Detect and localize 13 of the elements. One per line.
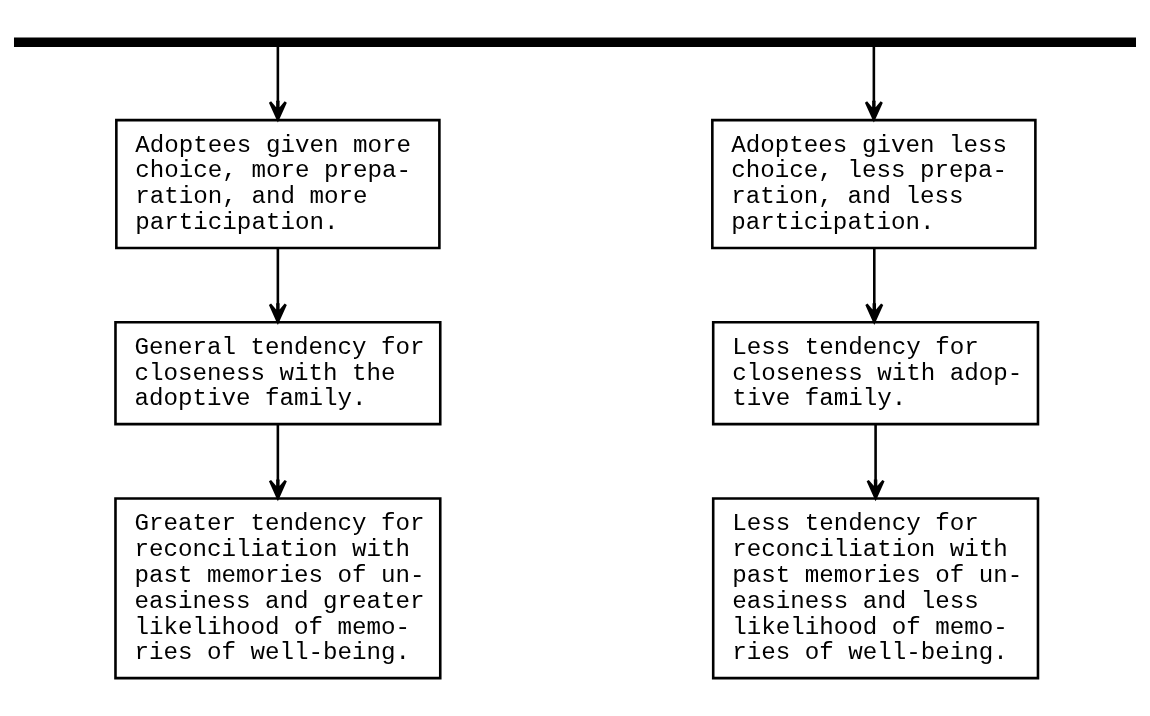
arrow bbox=[268, 45, 287, 121]
node-box: Less tendency for reconciliation with past memories of un- easiness and less likelihood of memo- ries of well-being. bbox=[711, 496, 1040, 679]
arrow bbox=[268, 247, 287, 323]
node-box: Adoptees given more choice, more prepa- ration, and more participation. bbox=[115, 118, 441, 249]
arrow bbox=[866, 423, 885, 499]
node-box: Less tendency for closeness with adop- tive family. bbox=[711, 320, 1040, 425]
node-box: Adoptees given less choice, less prepa- ration, and less participation. bbox=[711, 118, 1037, 249]
node-box: General tendency for closeness with the adoptive family. bbox=[114, 320, 442, 425]
node-box: Greater tendency for reconciliation with past memories of un- easiness and greater likelihood of memo- ries of well-being. bbox=[114, 496, 442, 679]
arrow bbox=[268, 423, 287, 499]
node-bar bbox=[14, 37, 1136, 47]
arrow bbox=[865, 247, 884, 323]
arrow bbox=[864, 45, 883, 121]
